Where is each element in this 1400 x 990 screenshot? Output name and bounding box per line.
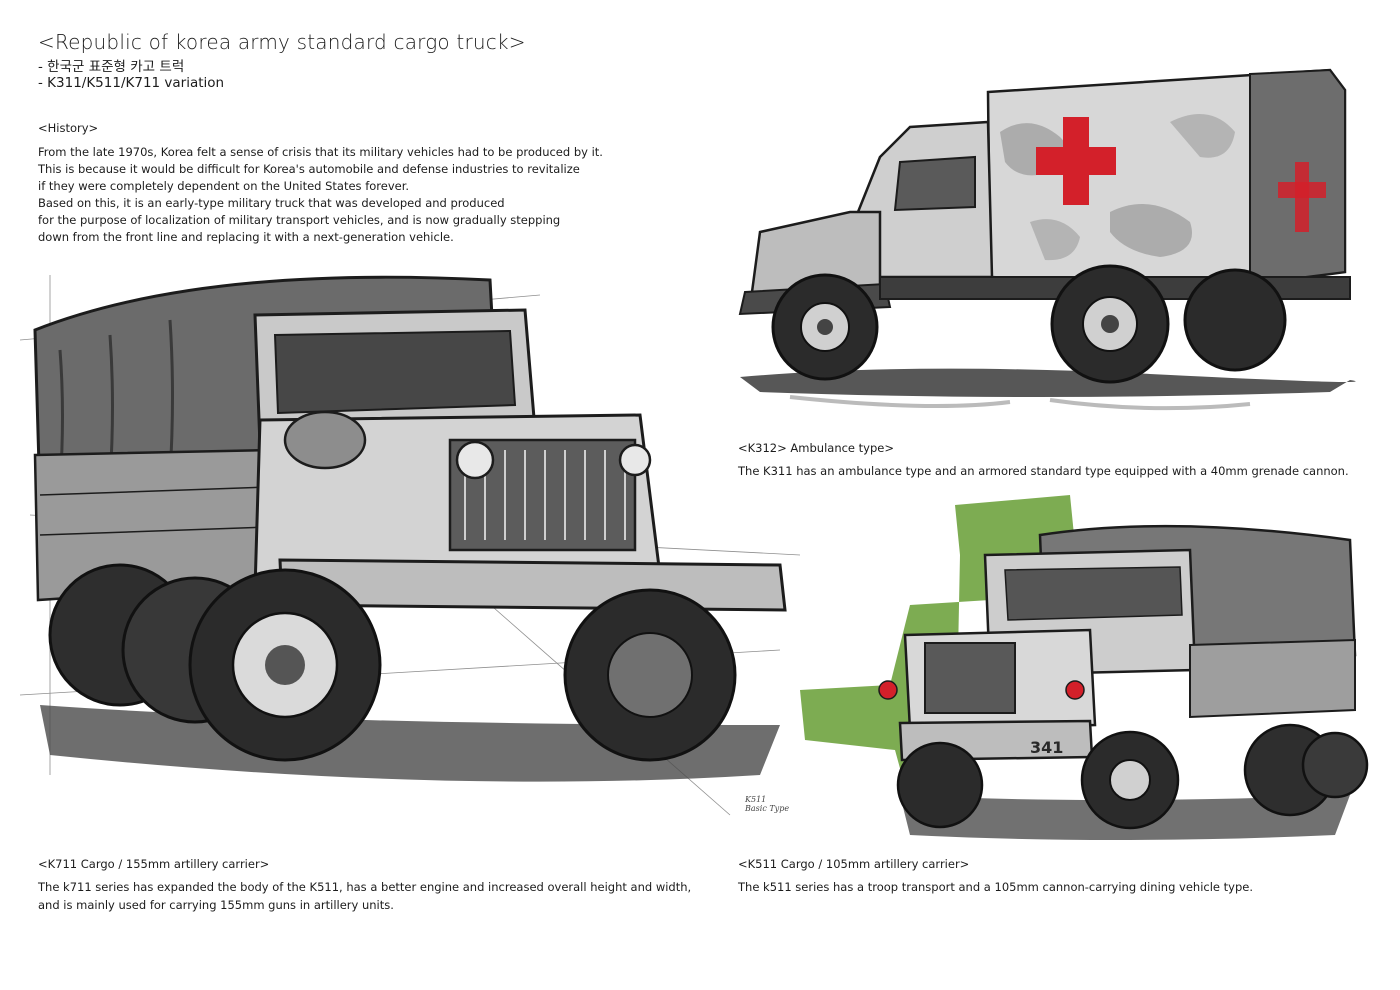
history-heading: <History> xyxy=(38,121,99,135)
subtitle-variation: - K311/K511/K711 variation xyxy=(38,75,225,91)
k511-description: The k511 series has a troop transport an… xyxy=(738,880,1253,894)
k312-description: The K311 has an ambulance type and an ar… xyxy=(738,464,1349,478)
k711-cargo-sketch xyxy=(20,275,800,816)
red-cross-icon xyxy=(1036,117,1116,205)
history-line: down from the front line and replacing i… xyxy=(38,230,454,244)
k511-heading: <K511 Cargo / 105mm artillery carrier> xyxy=(738,857,970,871)
history-line: if they were completely dependent on the… xyxy=(38,179,410,193)
history-line: This is because it would be difficult fo… xyxy=(38,162,580,176)
subtitle-korean: - 한국군 표준형 카고 트럭 xyxy=(38,59,185,75)
k312-ambulance-sketch xyxy=(738,68,1356,411)
k312-heading: <K312> Ambulance type> xyxy=(738,441,894,455)
page-title: <Republic of korea army standard cargo t… xyxy=(38,30,526,54)
history-paragraph: From the late 1970s, Korea felt a sense … xyxy=(38,144,638,246)
sketch-note-line: K511 xyxy=(745,795,767,804)
sketch-note-line: Basic Type xyxy=(745,804,790,813)
history-line: Based on this, it is an early-type milit… xyxy=(38,196,505,210)
k511-cargo-sketch: 341 xyxy=(800,495,1369,840)
k711-heading: <K711 Cargo / 155mm artillery carrier> xyxy=(38,857,270,871)
history-line: From the late 1970s, Korea felt a sense … xyxy=(38,145,603,159)
k711-description-line: and is mainly used for carrying 155mm gu… xyxy=(38,898,394,912)
k511-sketch-note: K511 Basic Type xyxy=(745,795,789,813)
k711-description-line: The k711 series has expanded the body of… xyxy=(38,880,692,894)
history-line: for the purpose of localization of milit… xyxy=(38,213,561,227)
bumper-number: 341 xyxy=(1030,738,1063,757)
